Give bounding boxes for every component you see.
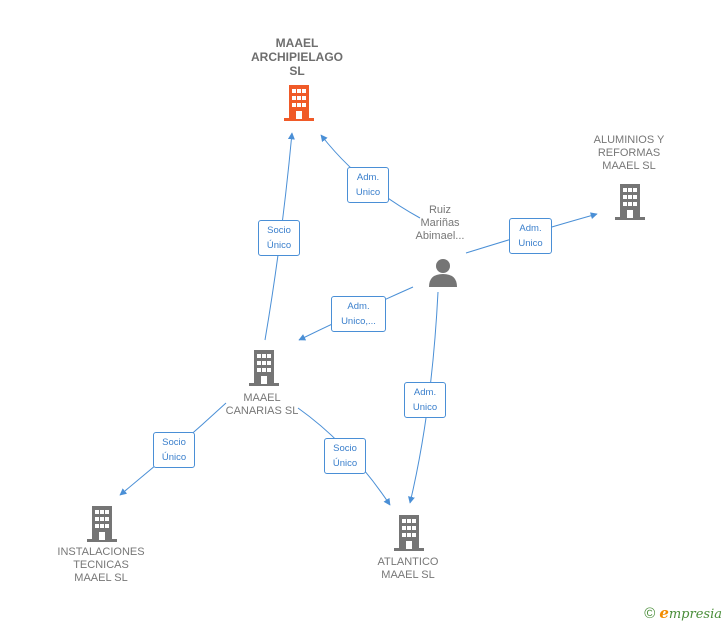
person-icon[interactable] xyxy=(428,257,458,287)
node-label-aluminios[interactable]: ALUMINIOS Y REFORMAS MAAEL SL xyxy=(593,134,665,172)
building-icon-aluminios[interactable] xyxy=(614,184,646,220)
edge-label-canarias-atlantico: Socio Único xyxy=(324,438,366,474)
edge-label-person-aluminios: Adm. Unico xyxy=(509,218,552,254)
building-icon-archipielago[interactable] xyxy=(283,85,315,121)
node-label-atlantico[interactable]: ATLANTICO MAAEL SL xyxy=(377,556,439,581)
building-icon-atlantico[interactable] xyxy=(393,515,425,551)
node-label-person[interactable]: Ruiz Mariñas Abimael... xyxy=(415,204,465,242)
edge-label-person-canarias: Adm. Unico,... xyxy=(331,296,386,332)
edge-label-person-archipielago: Adm. Unico xyxy=(347,167,389,203)
copyright-icon: © xyxy=(644,604,656,622)
edge-label-canarias-archipielago: Socio Único xyxy=(258,220,300,256)
brand-footer: © empresia xyxy=(644,604,722,622)
building-icon-instalaciones[interactable] xyxy=(86,506,118,542)
edge-label-canarias-instalaciones: Socio Único xyxy=(153,432,195,468)
node-label-canarias[interactable]: MAAEL CANARIAS SL xyxy=(225,392,299,417)
brand-logo: empresia xyxy=(659,604,722,622)
edge-label-person-atlantico: Adm. Unico xyxy=(404,382,446,418)
node-label-archipielago[interactable]: MAAEL ARCHIPIELAGO SL xyxy=(250,36,343,78)
node-label-instalaciones[interactable]: INSTALACIONES TECNICAS MAAEL SL xyxy=(57,546,145,584)
building-icon-canarias[interactable] xyxy=(248,350,280,386)
